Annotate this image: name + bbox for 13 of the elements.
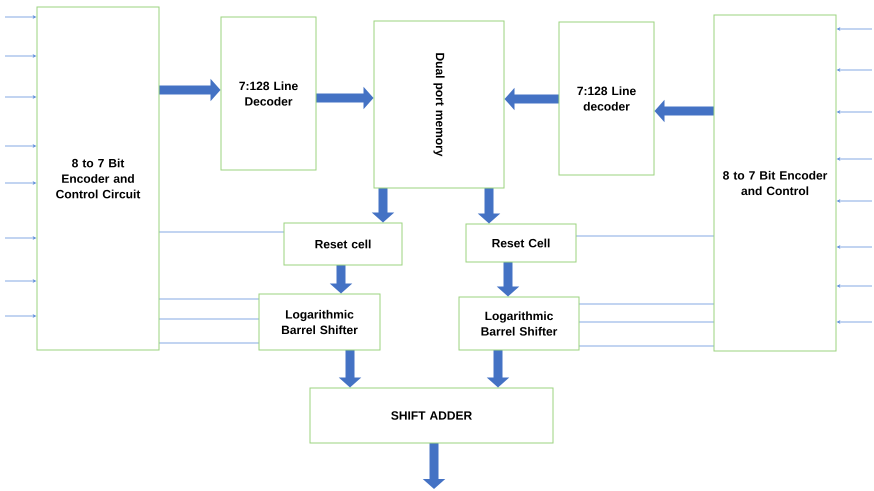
- connector-line: [159, 298, 259, 300]
- block-box: 7:128 Line Decoder: [220, 16, 316, 170]
- block-box: Reset Cell: [466, 224, 576, 262]
- connector-line: [159, 318, 259, 320]
- block-box: Logarithmic Barrel Shifter: [458, 296, 580, 350]
- block-box: 7:128 Line decoder: [558, 22, 654, 176]
- block-box: Dual port memory: [374, 20, 504, 188]
- connector-line: [159, 342, 259, 344]
- block-box: 8 to 7 Bit Encoder and Control Circuit: [36, 6, 160, 350]
- block-box: 8 to 7 Bit Encoder and Control: [714, 14, 836, 352]
- block-box: Logarithmic Barrel Shifter: [258, 294, 380, 350]
- block-box: SHIFT ADDER: [310, 388, 554, 444]
- block-box: Reset cell: [284, 222, 402, 266]
